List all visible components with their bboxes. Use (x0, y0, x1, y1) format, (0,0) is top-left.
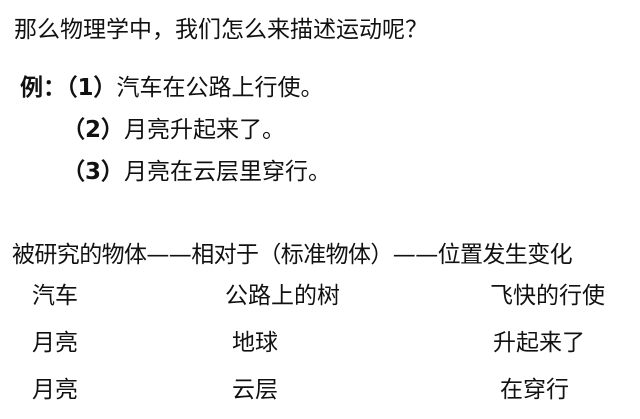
example-number: （3） (62, 159, 125, 185)
table-cell: 云层 (232, 377, 278, 403)
example-number: （2） (62, 117, 125, 143)
question-text: 那么物理学中，我们怎么来描述运动呢？ (14, 17, 428, 43)
example-prefix: 例： (20, 75, 66, 101)
table-cell: 飞快的行使 (490, 283, 605, 309)
example-3: （3）月亮在云层里穿行。 (62, 158, 331, 186)
table-cell: 地球 (232, 330, 278, 356)
table-cell: 升起来了 (493, 330, 585, 356)
table-cell: 月亮 (32, 377, 78, 403)
example-number: （1） (66, 75, 117, 101)
example-text: 汽车在公路上行使。 (116, 75, 324, 101)
relation-header: 被研究的物体——相对于（标准物体）——位置发生变化 (12, 242, 573, 268)
table-cell: 在穿行 (500, 377, 569, 403)
table-cell: 公路上的树 (225, 283, 340, 309)
example-1: 例：（1）汽车在公路上行使。 (20, 74, 324, 102)
table-cell: 月亮 (32, 330, 78, 356)
example-text: 月亮升起来了。 (124, 117, 286, 143)
example-text: 月亮在云层里穿行。 (124, 159, 332, 185)
table-cell: 汽车 (32, 283, 78, 309)
example-2: （2）月亮升起来了。 (62, 116, 285, 144)
